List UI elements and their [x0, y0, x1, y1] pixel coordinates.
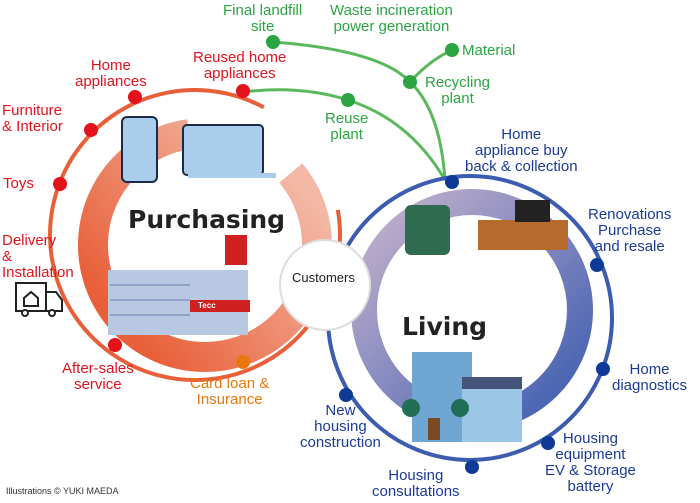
label-after-sales-service: After-sales service [62, 360, 134, 393]
purchasing-title: Purchasing [128, 205, 286, 234]
label-recycling-plant: Recycling plant [425, 74, 491, 107]
card-loan-dot [236, 355, 250, 369]
smartphone-illustration [121, 116, 158, 183]
label-renovations: Renovations Purchase and resale [588, 206, 672, 255]
label-new-housing-construction: New housing construction [300, 402, 381, 451]
store-sign: Tecc [198, 301, 216, 310]
illustration-credit: Illustrations © YUKI MAEDA [6, 486, 119, 496]
label-delivery-installation: Delivery & Installation [2, 232, 74, 281]
label-housing-equipment: Housing equipment EV & Storage battery [545, 430, 636, 495]
label-toys: Toys [3, 175, 34, 192]
laptop-illustration [182, 124, 264, 176]
label-final-landfill-site: Final landfill site [223, 2, 303, 35]
living-dots [339, 175, 610, 474]
label-furniture-interior: Furniture & Interior [2, 102, 63, 135]
store-building-illustration [108, 235, 250, 335]
recycling-dots [266, 35, 459, 107]
label-home-appliance-buy-back: Home appliance buy back & collection [465, 126, 578, 175]
label-home-diagnostics: Home diagnostics [612, 361, 688, 394]
label-waste-incineration: Waste incineration power generation [330, 2, 453, 35]
label-home-appliances: Home appliances [75, 57, 147, 90]
purchasing-dots [53, 84, 250, 352]
house-illustration [402, 352, 522, 442]
label-reused-home-appliances: Reused home appliances [193, 49, 287, 82]
purchasing-outer-ring [48, 88, 342, 382]
label-material: Material [462, 42, 516, 59]
customers-label: Customers [292, 270, 355, 285]
customers-circle [279, 239, 371, 331]
label-card-loan-insurance: Card loan & Insurance [190, 375, 270, 408]
label-reuse-plant: Reuse plant [325, 110, 369, 143]
living-title: Living [402, 312, 488, 341]
delivery-truck-icon [15, 282, 63, 317]
label-housing-consultations: Housing consultations [372, 467, 460, 500]
living-room-illustration [405, 200, 568, 255]
